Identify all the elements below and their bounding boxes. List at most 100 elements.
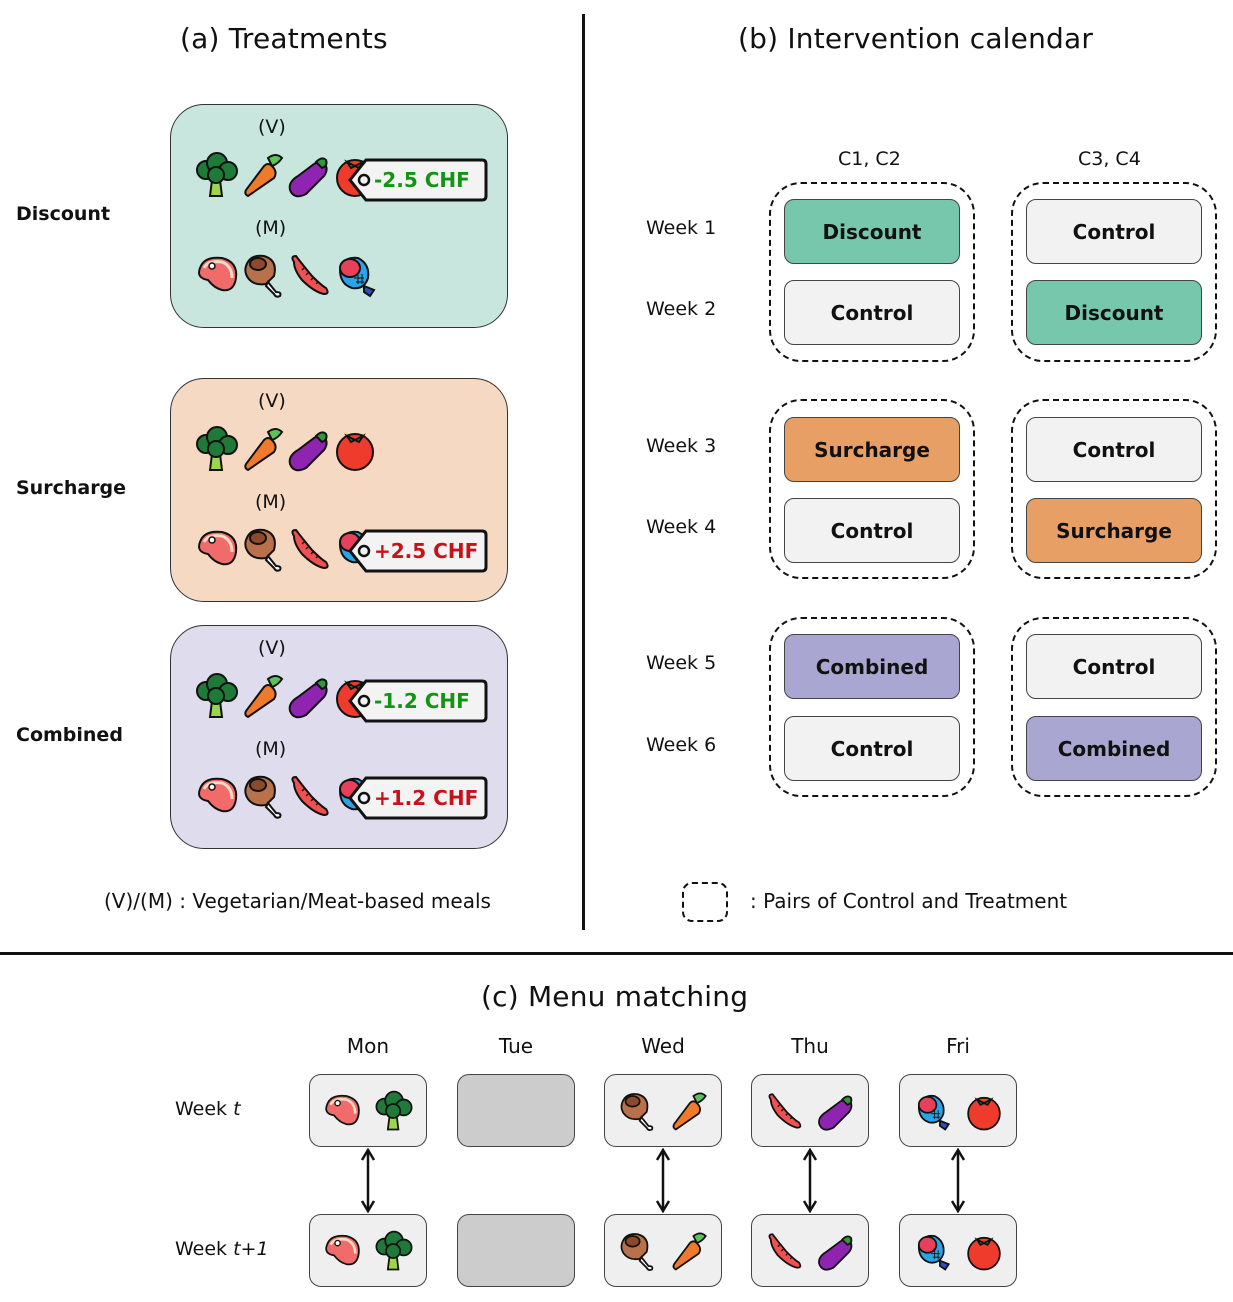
control-treatment-pair <box>769 182 975 362</box>
menu-cell <box>309 1214 427 1287</box>
week-t-label: Week t <box>175 1098 241 1120</box>
week-label-3: Week 3 <box>646 435 717 457</box>
treatment-label-discount: Discount <box>16 203 111 225</box>
price-tag-text: -2.5 CHF <box>374 168 470 192</box>
broccoli-icon <box>372 1229 416 1273</box>
control-treatment-pair <box>769 399 975 579</box>
calendar-cell-control: Control <box>1026 417 1202 482</box>
price-tag: +2.5 CHF <box>348 528 488 574</box>
tomato-icon <box>962 1229 1006 1273</box>
calendar-column-header-1: C1, C2 <box>838 148 901 170</box>
calendar-cell-surcharge: Surcharge <box>784 417 960 482</box>
control-treatment-pair <box>1011 617 1217 797</box>
steak-icon <box>192 771 238 821</box>
calendar-cell-discount: Discount <box>784 199 960 264</box>
calendar-cell-control: Control <box>784 716 960 781</box>
panel-b-title: (b) Intervention calendar <box>738 22 1094 55</box>
day-label-tue: Tue <box>498 1034 534 1058</box>
meat-icons <box>192 250 376 300</box>
sausage-icon <box>284 524 330 574</box>
carrot-icon <box>667 1089 711 1133</box>
sausage-icon <box>762 1229 806 1273</box>
calendar-cell-combined: Combined <box>784 634 960 699</box>
panel-c-title: (c) Menu matching <box>481 980 749 1013</box>
match-arrow-icon <box>359 1147 377 1214</box>
control-treatment-pair <box>1011 399 1217 579</box>
control-treatment-pair <box>1011 182 1217 362</box>
menu-cell <box>751 1074 869 1147</box>
week-label-1: Week 1 <box>646 217 717 239</box>
calendar-cell-control: Control <box>1026 199 1202 264</box>
fish-icon <box>910 1229 954 1273</box>
menu-cell <box>604 1074 722 1147</box>
ham-leg-icon <box>238 250 284 300</box>
day-label-mon: Mon <box>346 1034 390 1058</box>
control-treatment-pair <box>769 617 975 797</box>
ham-leg-icon <box>615 1229 659 1273</box>
meat-icons <box>192 524 376 574</box>
treatment-label-surcharge: Surcharge <box>16 477 127 499</box>
menu-cell <box>604 1214 722 1287</box>
match-arrow-icon <box>949 1147 967 1214</box>
menu-cell <box>751 1214 869 1287</box>
eggplant-icon <box>814 1229 858 1273</box>
broccoli-icon <box>372 1089 416 1133</box>
calendar-cell-surcharge: Surcharge <box>1026 498 1202 563</box>
veg-label: (V) <box>258 637 286 659</box>
calendar-cell-discount: Discount <box>1026 280 1202 345</box>
horizontal-divider <box>0 952 1233 955</box>
calendar-cell-control: Control <box>1026 634 1202 699</box>
price-tag: -2.5 CHF <box>348 157 488 203</box>
day-label-wed: Wed <box>641 1034 685 1058</box>
price-tag: -1.2 CHF <box>348 678 488 724</box>
day-label-fri: Fri <box>946 1034 970 1058</box>
sausage-icon <box>284 771 330 821</box>
calendar-cell-control: Control <box>784 498 960 563</box>
eggplant-icon <box>284 671 330 721</box>
steak-icon <box>192 524 238 574</box>
dashed-pair-legend-icon <box>682 882 728 922</box>
steak-icon <box>320 1229 364 1273</box>
ham-leg-icon <box>238 524 284 574</box>
panel-a-title: (a) Treatments <box>180 22 388 55</box>
calendar-cell-combined: Combined <box>1026 716 1202 781</box>
week-label-6: Week 6 <box>646 734 717 756</box>
fish-icon <box>910 1089 954 1133</box>
day-label-thu: Thu <box>791 1034 829 1058</box>
carrot-icon <box>238 671 284 721</box>
price-tag-text: +2.5 CHF <box>374 539 479 563</box>
veg-label: (V) <box>258 390 286 412</box>
ham-leg-icon <box>615 1089 659 1133</box>
veg-label: (V) <box>258 116 286 138</box>
price-tag-text: -1.2 CHF <box>374 689 470 713</box>
eggplant-icon <box>284 150 330 200</box>
price-tag-text: +1.2 CHF <box>374 786 479 810</box>
menu-cell-empty <box>457 1214 575 1287</box>
fish-icon <box>330 250 376 300</box>
calendar-cell-control: Control <box>784 280 960 345</box>
week-label-2: Week 2 <box>646 298 717 320</box>
sausage-icon <box>762 1089 806 1133</box>
vm-legend: (V)/(M) : Vegetarian/Meat-based meals <box>104 889 491 913</box>
meat-label: (M) <box>255 738 287 760</box>
menu-cell <box>899 1214 1017 1287</box>
carrot-icon <box>238 424 284 474</box>
steak-icon <box>192 250 238 300</box>
broccoli-icon <box>192 150 238 200</box>
steak-icon <box>320 1089 364 1133</box>
carrot-icon <box>667 1229 711 1273</box>
tomato-icon <box>330 424 376 474</box>
eggplant-icon <box>284 424 330 474</box>
menu-cell-empty <box>457 1074 575 1147</box>
pair-legend: : Pairs of Control and Treatment <box>750 889 1068 913</box>
eggplant-icon <box>814 1089 858 1133</box>
meat-label: (M) <box>255 217 287 239</box>
tomato-icon <box>962 1089 1006 1133</box>
veg-icons <box>192 424 376 474</box>
menu-cell <box>309 1074 427 1147</box>
treatment-label-combined: Combined <box>16 724 123 746</box>
week-label-5: Week 5 <box>646 652 717 674</box>
match-arrow-icon <box>801 1147 819 1214</box>
menu-cell <box>899 1074 1017 1147</box>
calendar-column-header-2: C3, C4 <box>1078 148 1141 170</box>
